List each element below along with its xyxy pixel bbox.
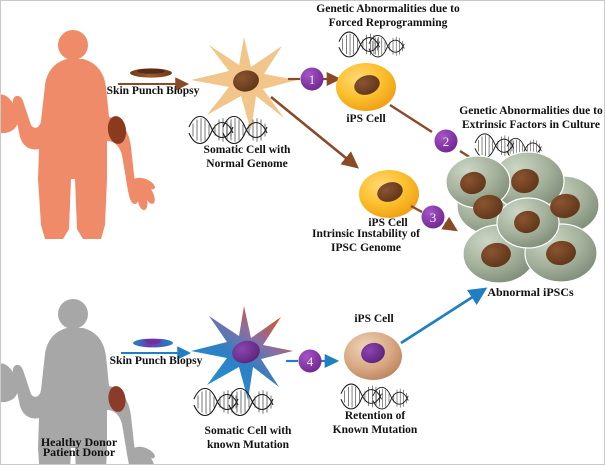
patient-donor-label: Patient Donor (42, 445, 116, 459)
skin-punch-biopsy-arrow-top (118, 68, 190, 91)
ips-cell-middle (359, 170, 419, 218)
somatic-cell-normal-label: Somatic Cell with Normal Genome (203, 144, 291, 170)
ips-cell-top-label: iPS Cell (346, 113, 386, 125)
skin-punch-biopsy-label-bottom: Skin Punch Biopsy (109, 355, 203, 367)
somatic-cell-mutant-label: Somatic Cell with known Mutation (204, 425, 292, 451)
ips-cell-middle-label: iPS Cell (368, 217, 408, 229)
skin-punch-biopsy-arrow-bottom (121, 338, 192, 360)
abnormal-ipscs-label: Abnormal iPSCs (487, 285, 574, 299)
step-1-caption: Genetic Abnormalities due to Forced Repr… (316, 3, 460, 29)
step-badge-2: 2 (434, 129, 458, 153)
step-badge-4-number: 4 (307, 354, 314, 369)
step-badge-4: 4 (298, 349, 322, 373)
somatic-cell-mutant (191, 306, 293, 400)
biopsy-punch-icon-patient (133, 338, 173, 348)
dna-helix-icon-known-mutation (193, 387, 274, 417)
abnormal-ipsc-cluster (445, 151, 600, 284)
ips-cell-top (336, 63, 396, 111)
patient-donor-silhouette (1, 299, 155, 464)
step-2-caption: Genetic Abnormalities due to Extrinsic F… (459, 105, 603, 131)
step-3-caption: Intrinsic Instability of IPSC Genome (312, 228, 420, 254)
ips-cell-bottom-label: iPS Cell (354, 313, 394, 325)
step-badge-3-number: 3 (430, 210, 437, 225)
healthy-donor-silhouette (1, 30, 155, 239)
reprogramming-arrow-long (270, 95, 360, 169)
ips-cell-bottom (344, 332, 402, 380)
step-badge-1-number: 1 (309, 72, 316, 87)
healthy-donor-label: Healthy Donor (40, 435, 118, 449)
biopsy-site-marker (107, 116, 127, 144)
step-badge-3: 3 (421, 205, 445, 229)
biopsy-punch-icon (130, 68, 172, 78)
step-badge-2-number: 2 (443, 134, 450, 149)
instability-arrow-3 (410, 204, 458, 232)
dna-helix-icon-forced-reprogramming (338, 31, 405, 58)
step-4-caption: Retention of Known Mutation (332, 410, 418, 436)
dna-helix-icon-normal-genome (188, 115, 268, 145)
somatic-cell-normal (191, 37, 297, 131)
skin-punch-biopsy-label-top: Skin Punch Biopsy (106, 85, 200, 97)
dna-helix-icon-retained-mutation (340, 383, 409, 410)
biopsy-site-marker-patient (108, 386, 126, 412)
step-badge-1: 1 (300, 67, 324, 91)
mutation-to-colony-arrow (400, 287, 488, 345)
